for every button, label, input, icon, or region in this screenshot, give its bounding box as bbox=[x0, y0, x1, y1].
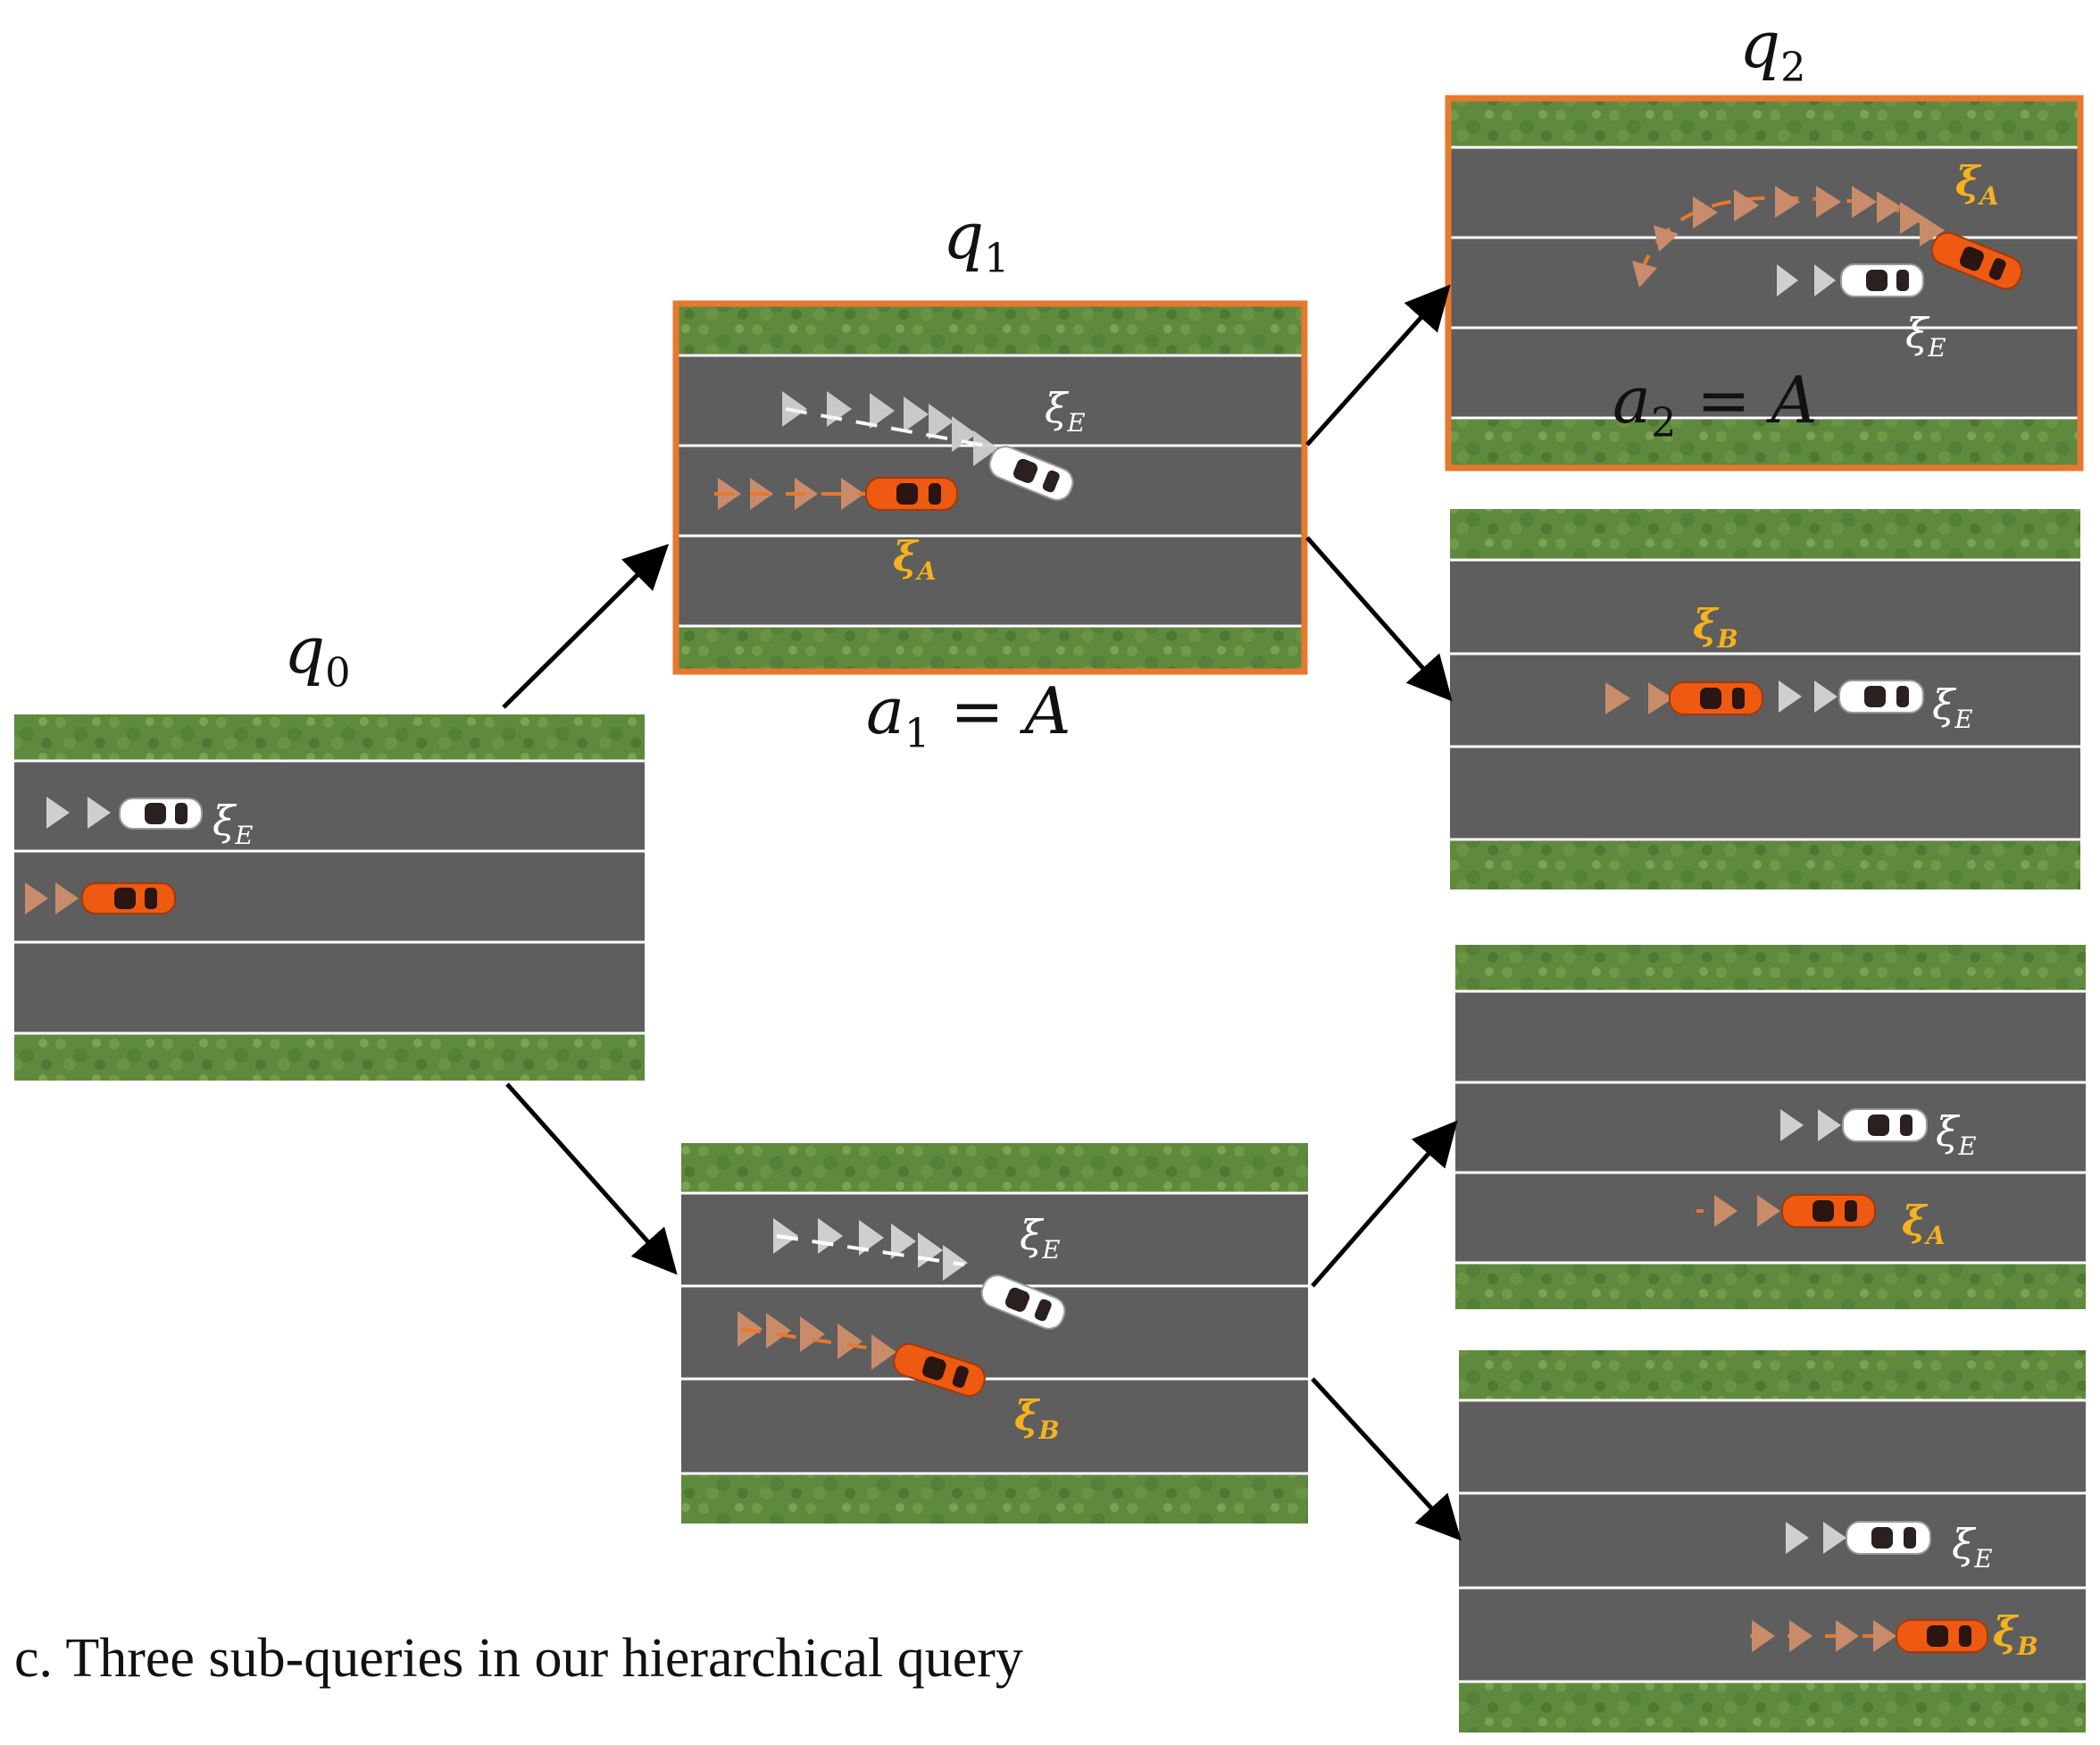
scene-lower-option-a bbox=[1455, 945, 2086, 1309]
agent-trajectory bbox=[738, 1311, 896, 1370]
xi-e-label-q3a: ξE bbox=[1936, 1107, 1977, 1161]
scene-q1-option-a bbox=[672, 300, 1308, 675]
ego-trajectory bbox=[1786, 1522, 1846, 1554]
xi-e-label-q1b: ξE bbox=[1020, 1211, 1061, 1265]
agent-car bbox=[81, 882, 176, 914]
ego-trajectory bbox=[46, 797, 111, 829]
xi-b-label-q3b: ξB bbox=[1993, 1607, 2038, 1661]
ego-car bbox=[980, 1274, 1066, 1330]
xi-a-label-q2: ξA bbox=[1955, 157, 1999, 211]
edge-q0-q1 bbox=[502, 543, 670, 709]
xi-e-label-q2: ξE bbox=[1905, 309, 1946, 363]
xi-a-label-q3a: ξA bbox=[1902, 1197, 1946, 1250]
ego-car bbox=[1840, 263, 1924, 297]
xi-e-label-q1: ξE bbox=[1045, 384, 1086, 438]
grass-top bbox=[14, 714, 645, 761]
ego-car bbox=[988, 446, 1074, 501]
xi-e-label-q2b: ξE bbox=[1932, 680, 1973, 734]
ego-trajectory bbox=[773, 1218, 968, 1281]
ego-trajectory bbox=[1777, 264, 1836, 296]
selection-border bbox=[672, 300, 1308, 675]
xi-e-label-q3b: ξE bbox=[1952, 1520, 1993, 1574]
edge-q1-q2b bbox=[1305, 536, 1453, 702]
ego-car bbox=[1842, 1108, 1928, 1142]
xi-a-label-q1: ξA bbox=[893, 532, 937, 586]
agent-car bbox=[865, 477, 958, 511]
agent-trajectory bbox=[1696, 1195, 1780, 1227]
ego-trajectory bbox=[1779, 680, 1838, 713]
agent-car bbox=[1781, 1194, 1876, 1228]
selection-border bbox=[1445, 95, 2084, 472]
label-q0: q0 bbox=[284, 613, 351, 697]
scene-lower-option-b bbox=[1459, 1350, 2086, 1732]
scene-q2-option-a bbox=[1445, 95, 2084, 472]
ego-car bbox=[119, 797, 203, 830]
ego-car bbox=[1838, 680, 1924, 714]
agent-trajectory bbox=[714, 478, 868, 510]
xi-e-label-q0: ξE bbox=[212, 797, 254, 850]
agent-trajectory bbox=[1750, 1620, 1902, 1652]
ego-trajectory bbox=[1780, 1109, 1841, 1141]
scene-q1-option-b bbox=[681, 1143, 1308, 1524]
label-a2: a2 = A bbox=[1612, 363, 1818, 447]
ego-car bbox=[1846, 1521, 1931, 1555]
edge-q0-q1b bbox=[505, 1082, 678, 1275]
label-q2: q2 bbox=[1739, 7, 1806, 91]
agent-car bbox=[1896, 1619, 1988, 1653]
xi-b-label-q1b: ξB bbox=[1014, 1391, 1060, 1445]
edge-q1-q2 bbox=[1305, 284, 1451, 447]
agent-car bbox=[1930, 231, 2023, 290]
edge-q1b-q3b bbox=[1311, 1377, 1462, 1541]
figure-caption: c. Three sub-queries in our hierarchical… bbox=[14, 1628, 1023, 1689]
agent-car bbox=[893, 1342, 986, 1398]
edge-q1b-q3a bbox=[1311, 1120, 1458, 1288]
tree-edges bbox=[502, 284, 1462, 1541]
scene-q2-option-b bbox=[1450, 509, 2080, 889]
scene-q0 bbox=[14, 714, 645, 1081]
xi-b-label-q2b: ξB bbox=[1693, 600, 1738, 654]
ego-trajectory bbox=[782, 391, 998, 466]
agent-trajectory bbox=[1632, 186, 1945, 288]
agent-car bbox=[1669, 681, 1763, 715]
agent-trajectory bbox=[25, 882, 79, 914]
label-a1: a1 = A bbox=[866, 673, 1071, 757]
grass-bottom bbox=[14, 1034, 645, 1081]
agent-trajectory bbox=[1605, 682, 1673, 714]
label-q1: q1 bbox=[943, 198, 1010, 282]
